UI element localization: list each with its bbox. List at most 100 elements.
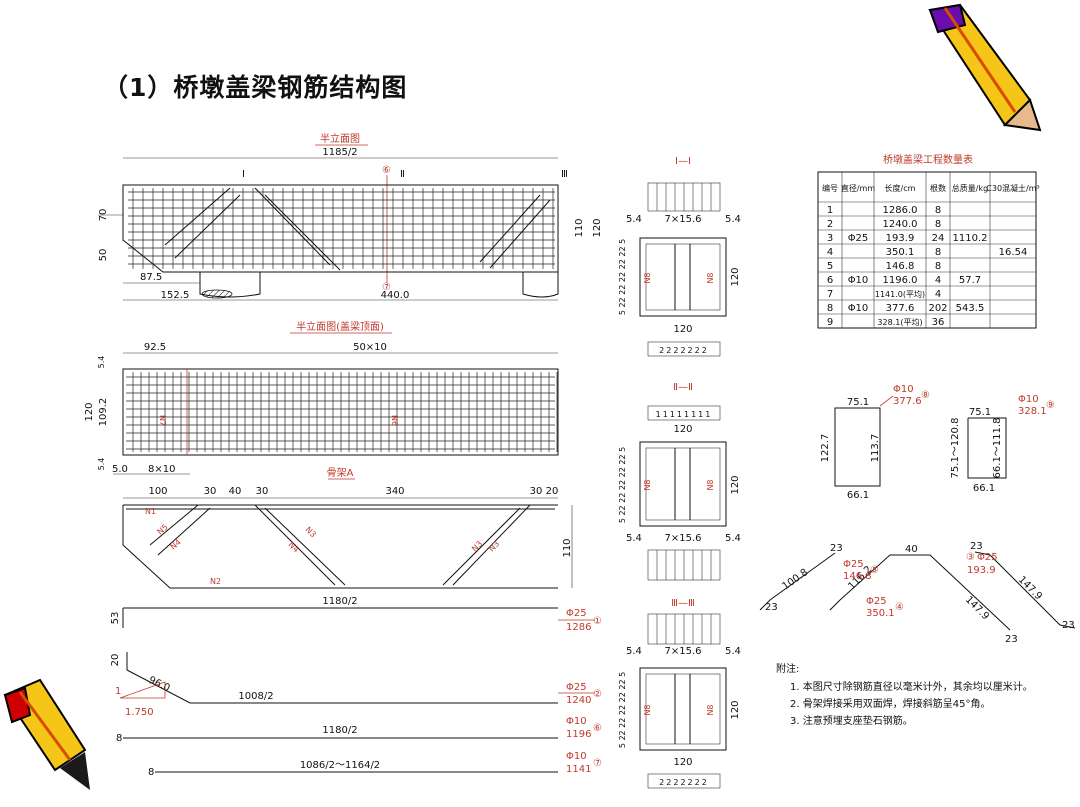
plan-view: 半立面图(盖梁顶面) 92.5 50×10 N7 N6 5.4 120 109.… bbox=[84, 320, 559, 475]
table-header-2: 长度/cm bbox=[885, 183, 916, 193]
bar6-length: 1180/2 bbox=[322, 725, 357, 736]
section3-bottom: 2222222 bbox=[659, 778, 709, 787]
bent3-len: 193.9 bbox=[967, 565, 996, 576]
table-cell: 193.9 bbox=[886, 233, 915, 244]
dim-120: 120 bbox=[592, 218, 603, 237]
table-cell: 3 bbox=[827, 233, 833, 244]
skel-dim-3: 30 bbox=[256, 486, 269, 497]
note-3: 3. 注意预埋支座垫石钢筋。 bbox=[790, 714, 913, 727]
plan-caption: 半立面图(盖梁顶面) bbox=[296, 320, 384, 333]
stirrup-8: 75.1 122.7 113.7 66.1 Φ10 377.6 ⑧ bbox=[820, 384, 930, 501]
elevation-total-length: 1185/2 bbox=[322, 147, 357, 158]
table-cell: 9 bbox=[827, 317, 833, 328]
bent-147b: 147.9 bbox=[1016, 574, 1044, 602]
dim-50: 50 bbox=[98, 249, 109, 262]
pencil-icon bbox=[928, 3, 1042, 132]
bar-6: 1180/2 8 Φ10 1196 ⑥ bbox=[116, 716, 602, 744]
bar7-left: 8 bbox=[148, 767, 154, 778]
table-cell: 543.5 bbox=[956, 303, 985, 314]
notes-head: 附注: bbox=[776, 662, 799, 675]
table-border bbox=[817, 171, 1037, 329]
table-cell: 8 bbox=[935, 205, 941, 216]
bar7-num: 1141 bbox=[566, 764, 591, 775]
section-marker-iii: Ⅲ bbox=[561, 169, 568, 180]
section1-left-dims: 5 22 22 22 22 22 5 bbox=[618, 239, 627, 315]
label-n7: N7 bbox=[158, 415, 167, 426]
bar7-dia: Φ10 bbox=[566, 751, 587, 762]
bar2-dia: Φ25 bbox=[566, 682, 587, 693]
stirrup9-dia: Φ10 bbox=[1018, 394, 1039, 405]
label-n6: N6 bbox=[390, 415, 399, 426]
notes: 附注: 1. 本图尺寸除钢筋直径以毫米计外，其余均以厘米计。 2. 骨架焊接采用… bbox=[776, 662, 1033, 727]
table-cell: 8 bbox=[935, 219, 941, 230]
section3-title: Ⅲ—Ⅲ bbox=[671, 598, 695, 609]
bent-23b: 23 bbox=[830, 543, 843, 554]
section3-width: 120 bbox=[673, 757, 692, 768]
circle-7: ⑦ bbox=[382, 282, 391, 293]
table-cell: 1240.0 bbox=[883, 219, 918, 230]
dim-109: 109.2 bbox=[98, 398, 109, 427]
section3-left-dims: 5 22 22 22 22 22 5 bbox=[618, 672, 627, 748]
dim-54b: 5.4 bbox=[97, 458, 106, 471]
table-cell: 8 bbox=[935, 261, 941, 272]
stirrup9-top: 75.1 bbox=[969, 407, 991, 418]
bar1-num: 1286 bbox=[566, 622, 591, 633]
table-cell: 4 bbox=[935, 275, 941, 286]
skeleton-caption: 骨架A bbox=[327, 467, 354, 479]
bar1-mark: ① bbox=[593, 616, 602, 627]
bar6-dia: Φ10 bbox=[566, 716, 587, 727]
stirrup9-right: 66.1～111.8 bbox=[992, 418, 1003, 479]
dim-50-plan: 5.0 bbox=[112, 464, 128, 475]
skel-label-n4: N4 bbox=[169, 538, 183, 552]
bent3-mark: ③ bbox=[966, 552, 975, 563]
table-header-0: 编号 bbox=[822, 183, 838, 193]
table-cell: 1110.2 bbox=[953, 233, 988, 244]
section2-title: Ⅱ—Ⅱ bbox=[673, 382, 693, 393]
table-cell: 5 bbox=[827, 261, 833, 272]
table-cell: 1 bbox=[827, 205, 833, 216]
bar1-left: 53 bbox=[110, 612, 121, 625]
bent-23a: 23 bbox=[765, 602, 778, 613]
stirrup9-left: 75.1～120.8 bbox=[950, 418, 961, 479]
pencil-icon bbox=[3, 678, 90, 790]
section2-n8-left: N8 bbox=[643, 479, 652, 490]
section3-n8-left: N8 bbox=[643, 704, 652, 715]
section-marker-ii: Ⅱ bbox=[400, 169, 405, 180]
bar-2: 20 96.0 1 1.750 1008/2 Φ25 1240 ② bbox=[110, 652, 602, 718]
section2-top: 11111111 bbox=[656, 410, 713, 419]
section1-n8-right: N8 bbox=[706, 272, 715, 283]
section-marker-i: I bbox=[242, 169, 245, 180]
note-2: 2. 骨架焊接采用双面焊，焊接斜筋呈45°角。 bbox=[790, 697, 990, 710]
skel-dim-1: 30 bbox=[204, 486, 217, 497]
skel-label-n5: N5 bbox=[156, 523, 170, 537]
skel-dim-2: 40 bbox=[229, 486, 242, 497]
skel-label-n3b: N3 bbox=[470, 539, 484, 553]
section2-edge-r: 5.4 bbox=[725, 533, 741, 544]
table-cell: 146.8 bbox=[886, 261, 915, 272]
table-cell: 2 bbox=[827, 219, 833, 230]
dim-92: 92.5 bbox=[144, 342, 166, 353]
skel-dim-0: 100 bbox=[148, 486, 167, 497]
section2-left-dims: 5 22 22 22 22 22 5 bbox=[618, 447, 627, 523]
bent-23c: 23 bbox=[1005, 634, 1018, 645]
stirrup8-top: 75.1 bbox=[847, 397, 869, 408]
section1-width: 120 bbox=[673, 324, 692, 335]
bar2-length: 1008/2 bbox=[238, 691, 273, 702]
bar2-mark: ② bbox=[593, 689, 602, 700]
dim-440: 440.0 bbox=[381, 290, 410, 301]
bent5-dia: Φ25 bbox=[843, 559, 864, 570]
section2-height: 120 bbox=[730, 475, 741, 494]
table-header-1: 直径/mm bbox=[841, 183, 875, 193]
bent-23e: 23 bbox=[1062, 620, 1075, 631]
bar-1: 1180/2 53 Φ25 1286 ① bbox=[110, 596, 602, 633]
skel-label-n3: N3 bbox=[304, 525, 318, 539]
dim-87: 87.5 bbox=[140, 272, 162, 283]
table-header-5: C30混凝土/m³ bbox=[986, 183, 1039, 193]
table-header-4: 总质量/kg bbox=[952, 183, 988, 193]
section3-edge-l: 5.4 bbox=[626, 646, 642, 657]
page-title: （1）桥墩盖梁钢筋结构图 bbox=[103, 73, 408, 102]
bar1-dia: Φ25 bbox=[566, 608, 587, 619]
bent3-dia: Φ25 bbox=[977, 552, 998, 563]
